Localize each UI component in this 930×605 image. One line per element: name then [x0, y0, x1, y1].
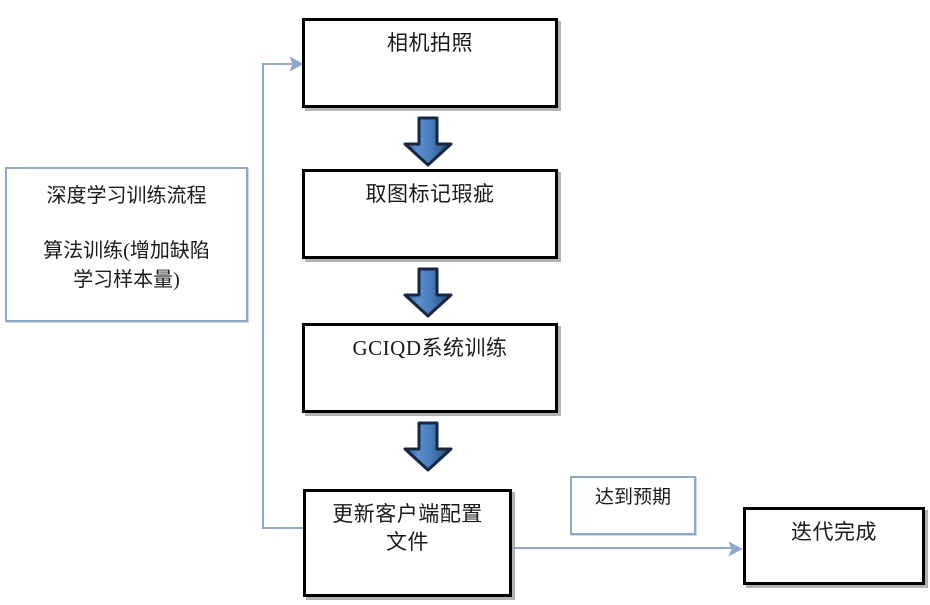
feedback-segment-vertical — [262, 63, 264, 529]
process-box-update-client-config[interactable]: 更新客户端配置 文件 — [303, 489, 512, 597]
condition-note-expectation-met: 达到预期 — [570, 476, 696, 535]
training-process-note: 深度学习训练流程 算法训练(增加缺陷 学习样本量) — [5, 167, 248, 322]
process-box-update-client-config-label: 更新客户端配置 文件 — [332, 502, 483, 554]
connector-to-iteration-complete — [512, 547, 736, 549]
condition-note-expectation-met-label: 达到预期 — [594, 487, 671, 508]
process-box-camera-capture-label: 相机拍照 — [387, 31, 473, 55]
feedback-segment-top — [262, 63, 298, 65]
process-box-iteration-complete-label: 迭代完成 — [791, 520, 877, 544]
down-arrow-icon-1 — [403, 116, 453, 167]
process-box-gciqd-training[interactable]: GCIQD系统训练 — [302, 323, 558, 413]
feedback-segment-bottom — [262, 527, 304, 529]
connector-arrowhead-icon — [728, 541, 743, 557]
process-box-camera-capture[interactable]: 相机拍照 — [302, 18, 558, 108]
down-arrow-icon-3 — [403, 421, 453, 472]
process-box-label-defects[interactable]: 取图标记瑕疵 — [302, 169, 558, 259]
training-note-title: 深度学习训练流程 — [46, 185, 207, 207]
process-box-iteration-complete[interactable]: 迭代完成 — [743, 507, 925, 585]
process-box-label-defects-label: 取图标记瑕疵 — [365, 182, 495, 206]
process-box-gciqd-training-label: GCIQD系统训练 — [352, 336, 508, 360]
training-note-detail: 算法训练(增加缺陷 学习样本量) — [43, 240, 210, 291]
down-arrow-icon-2 — [403, 267, 453, 318]
feedback-arrowhead-icon — [289, 56, 304, 72]
